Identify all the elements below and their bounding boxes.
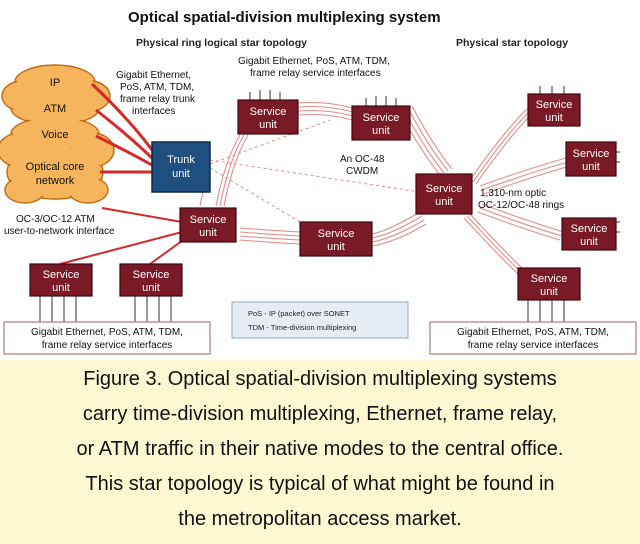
service-unit-label-2: unit: [582, 161, 600, 173]
service-unit: Service unit: [29, 263, 93, 297]
service-unit: Service unit: [415, 173, 473, 215]
trunk-unit-label-2: unit: [172, 168, 190, 180]
diagram-area: Optical spatial-division multiplexing sy…: [0, 9, 637, 355]
service-unit: Service unit: [565, 141, 617, 177]
figure-caption: Figure 3. Optical spatial-division multi…: [0, 360, 640, 544]
diagram-title: Optical spatial-division multiplexing sy…: [128, 9, 441, 26]
annotation-line: 1,310-nm optic: [480, 188, 546, 199]
caption-line-3: or ATM traffic in their native modes to …: [76, 438, 564, 460]
service-unit-label-1: Service: [571, 223, 608, 235]
bottom-right-interface-box: Gigabit Ethernet, PoS, ATM, TDM, frame r…: [429, 321, 637, 355]
annotation-line: frame relay service interfaces: [250, 68, 381, 79]
service-unit-label-1: Service: [133, 269, 170, 281]
service-unit-label-1: Service: [363, 112, 400, 124]
service-unit-label-2: unit: [540, 286, 558, 298]
trunk-unit-label-1: Trunk: [167, 154, 195, 166]
network-diagram: Optical spatial-division multiplexing sy…: [0, 9, 637, 355]
service-unit-label-1: Service: [318, 228, 355, 240]
service-unit-label-2: unit: [199, 227, 217, 239]
service-unit-label-2: unit: [545, 112, 563, 124]
service-unit-label-2: unit: [259, 119, 277, 131]
box-line: Gigabit Ethernet, PoS, ATM, TDM,: [457, 327, 609, 338]
trunk-links: [90, 82, 154, 174]
bottom-left-interface-box: Gigabit Ethernet, PoS, ATM, TDM, frame r…: [3, 321, 211, 355]
service-unit-label-2: unit: [52, 282, 70, 294]
service-unit-label-1: Service: [531, 273, 568, 285]
service-unit-label-1: Service: [43, 269, 80, 281]
service-unit: Service unit: [119, 263, 183, 297]
service-unit: Service unit: [527, 93, 581, 127]
service-unit-label-1: Service: [190, 214, 227, 226]
port-stubs: [39, 86, 620, 322]
right-ring-annotation: 1,310-nm optic OC-12/OC-48 rings: [478, 188, 564, 211]
annotation-line: interfaces: [132, 106, 175, 117]
annotation-line: Gigabit Ethernet, PoS, ATM, TDM,: [238, 56, 390, 67]
cloud-label-voice: Voice: [42, 129, 69, 141]
caption-line-5: the metropolitan access market.: [178, 508, 462, 530]
annotation-line: PoS, ATM, TDM,: [120, 82, 194, 93]
service-unit-label-2: unit: [435, 196, 453, 208]
top-service-annotation: Gigabit Ethernet, PoS, ATM, TDM, frame r…: [238, 56, 390, 79]
cloud-label-atm: ATM: [44, 103, 66, 115]
service-unit: Service unit: [561, 217, 617, 251]
trunk-unit: Trunk unit: [151, 141, 211, 193]
box-line: frame relay service interfaces: [468, 340, 599, 351]
service-unit-label-1: Service: [573, 148, 610, 160]
annotation-line: user-to-network interface: [4, 226, 115, 237]
annotation-line: An OC-48: [340, 154, 385, 165]
service-unit-label-1: Service: [250, 106, 287, 118]
annotation-line: Gigabit Ethernet,: [116, 70, 191, 81]
box-line: Gigabit Ethernet, PoS, ATM, TDM,: [31, 327, 183, 338]
cloud-label-optical-core: Optical core: [26, 161, 85, 173]
annotation-line: OC-12/OC-48 rings: [478, 200, 564, 211]
service-unit-label-2: unit: [327, 241, 345, 253]
caption-line-2: carry time-division multiplexing, Ethern…: [82, 403, 558, 425]
service-unit-label-1: Service: [426, 183, 463, 195]
service-unit-label-2: unit: [580, 236, 598, 248]
legend-item: PoS - IP (packet) over SONET: [248, 309, 350, 318]
annotation-line: frame relay trunk: [120, 94, 196, 105]
service-unit: Service unit: [237, 99, 299, 135]
service-unit-label-2: unit: [142, 282, 160, 294]
caption-line-4: This star topology is typical of what mi…: [85, 473, 555, 495]
legend-item: TDM - Time-division multiplexing: [248, 323, 356, 332]
service-unit-label-2: unit: [372, 125, 390, 137]
service-unit: Service unit: [517, 267, 581, 301]
fiber-star-right: [463, 107, 571, 275]
caption-line-1: Figure 3. Optical spatial-division multi…: [83, 368, 557, 390]
trunk-interfaces-annotation: Gigabit Ethernet, PoS, ATM, TDM, frame r…: [116, 70, 196, 117]
service-unit: Service unit: [351, 105, 411, 141]
right-heading: Physical star topology: [456, 37, 568, 49]
annotation-line: CWDM: [346, 166, 378, 177]
legend: PoS - IP (packet) over SONET TDM - Time-…: [231, 301, 409, 339]
ring-annotation: An OC-48 CWDM: [340, 154, 385, 177]
cloud-label-network: network: [36, 175, 75, 187]
logical-star-links: [209, 119, 421, 229]
cloud-label-ip: IP: [50, 77, 60, 89]
left-heading: Physical ring logical star topology: [136, 37, 307, 49]
service-unit: Service unit: [179, 207, 237, 243]
box-line: frame relay service interfaces: [42, 340, 173, 351]
atm-annotation: OC-3/OC-12 ATM user-to-network interface: [4, 214, 115, 237]
service-unit-label-1: Service: [536, 99, 573, 111]
service-unit: Service unit: [299, 221, 373, 257]
core-network-cloud: IP ATM Voice Optical core network: [0, 64, 115, 204]
annotation-line: OC-3/OC-12 ATM: [16, 214, 95, 225]
